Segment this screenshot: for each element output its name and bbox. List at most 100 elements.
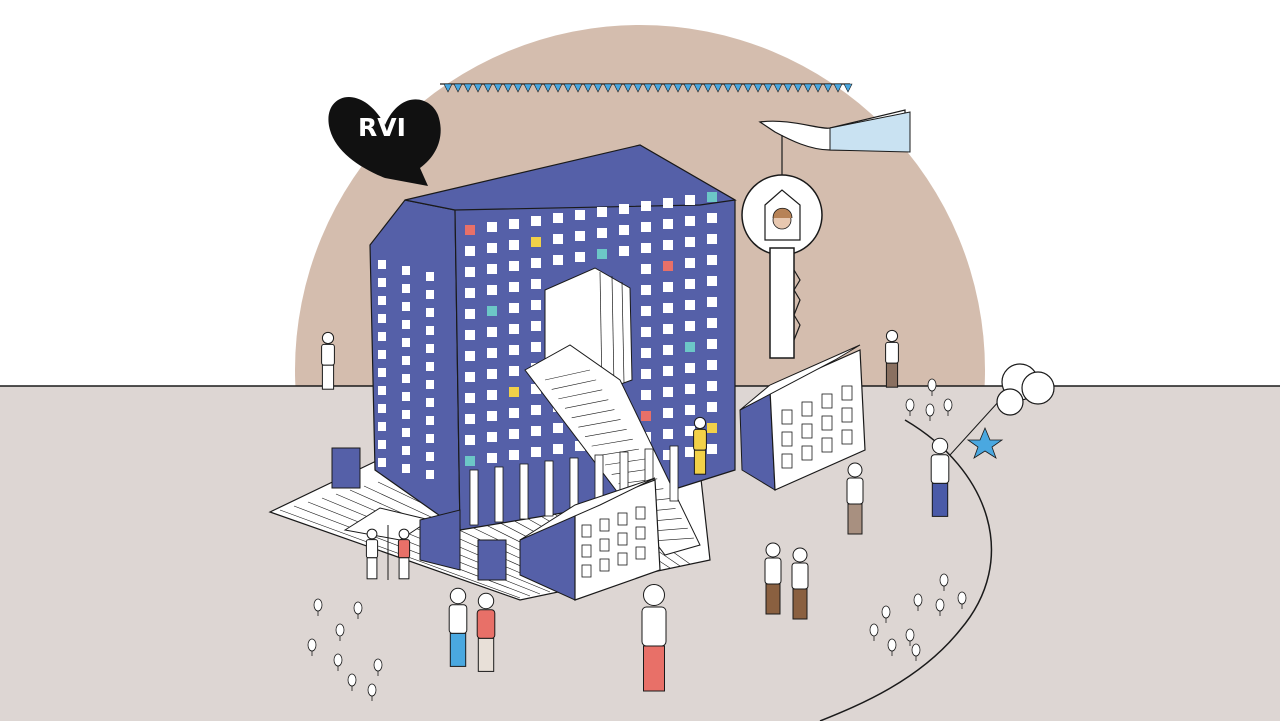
person	[846, 462, 864, 535]
window	[641, 222, 651, 232]
person-body	[476, 609, 496, 639]
window	[707, 318, 717, 328]
window	[663, 261, 673, 271]
window	[378, 440, 386, 449]
window	[402, 320, 410, 329]
window	[707, 381, 717, 391]
window	[685, 342, 695, 352]
window	[402, 338, 410, 347]
window	[426, 434, 434, 443]
window	[663, 198, 673, 208]
window	[553, 423, 563, 433]
stair-step	[591, 438, 633, 447]
window	[707, 276, 717, 286]
trees	[307, 378, 967, 701]
person-body	[764, 557, 782, 585]
person-head	[931, 437, 949, 455]
window	[531, 321, 541, 331]
bunting-flag	[643, 83, 653, 93]
bunting-flag	[623, 83, 633, 93]
footpath	[819, 419, 993, 721]
person-body	[448, 604, 468, 634]
window	[465, 246, 475, 256]
townhouse-window	[781, 409, 793, 425]
window	[509, 282, 519, 292]
window	[465, 330, 475, 340]
window	[509, 450, 519, 460]
tree	[307, 638, 317, 652]
person	[321, 331, 335, 390]
window	[402, 446, 410, 455]
window	[707, 402, 717, 412]
window	[509, 324, 519, 334]
window	[663, 366, 673, 376]
person	[397, 528, 411, 580]
person-head	[321, 331, 335, 345]
person	[476, 592, 496, 672]
window	[685, 195, 695, 205]
window	[685, 258, 695, 268]
window	[641, 411, 651, 421]
window	[531, 405, 541, 415]
window	[465, 267, 475, 277]
window	[426, 308, 434, 317]
window	[509, 219, 519, 229]
bunting-flag	[543, 83, 553, 93]
bunting-flag	[553, 83, 563, 93]
window	[685, 363, 695, 373]
window	[426, 380, 434, 389]
bunting-flag	[613, 83, 623, 93]
person-head	[477, 592, 495, 610]
window	[487, 348, 497, 358]
bunting-flag	[733, 83, 743, 93]
window	[597, 249, 607, 259]
tree	[927, 378, 937, 392]
bunting-flag	[473, 83, 483, 93]
window	[509, 429, 519, 439]
window	[378, 314, 386, 323]
bunting-flag	[803, 83, 813, 93]
townhouse-right	[739, 344, 866, 491]
window	[531, 426, 541, 436]
window	[402, 464, 410, 473]
window	[402, 410, 410, 419]
stair-step	[564, 399, 609, 409]
window	[707, 255, 717, 265]
window	[378, 260, 386, 269]
person	[791, 547, 809, 620]
window	[663, 219, 673, 229]
window	[402, 392, 410, 401]
window	[465, 435, 475, 445]
window	[663, 408, 673, 418]
person-legs	[321, 364, 335, 390]
tree	[313, 598, 323, 612]
person-body	[397, 539, 411, 559]
tree	[335, 623, 345, 637]
townhouse-window	[581, 544, 592, 558]
window	[487, 222, 497, 232]
window	[465, 351, 475, 361]
person-legs	[931, 482, 949, 517]
main-building	[369, 144, 737, 556]
window	[641, 201, 651, 211]
townhouse-window	[635, 506, 646, 520]
window	[378, 332, 386, 341]
bunting-flag	[773, 83, 783, 93]
person-body	[641, 606, 667, 647]
tree	[905, 628, 915, 642]
bunting-flag	[603, 83, 613, 93]
window	[426, 470, 434, 479]
stair-step	[571, 409, 615, 419]
tree	[935, 598, 945, 612]
stair-step	[551, 379, 597, 390]
window	[553, 255, 563, 265]
bunting-flag	[693, 83, 703, 93]
person-head	[366, 528, 378, 540]
window	[707, 423, 717, 433]
window	[426, 398, 434, 407]
window	[531, 216, 541, 226]
window	[487, 369, 497, 379]
bunting-flag	[843, 83, 853, 93]
person-legs	[643, 645, 665, 692]
tree	[373, 658, 383, 672]
